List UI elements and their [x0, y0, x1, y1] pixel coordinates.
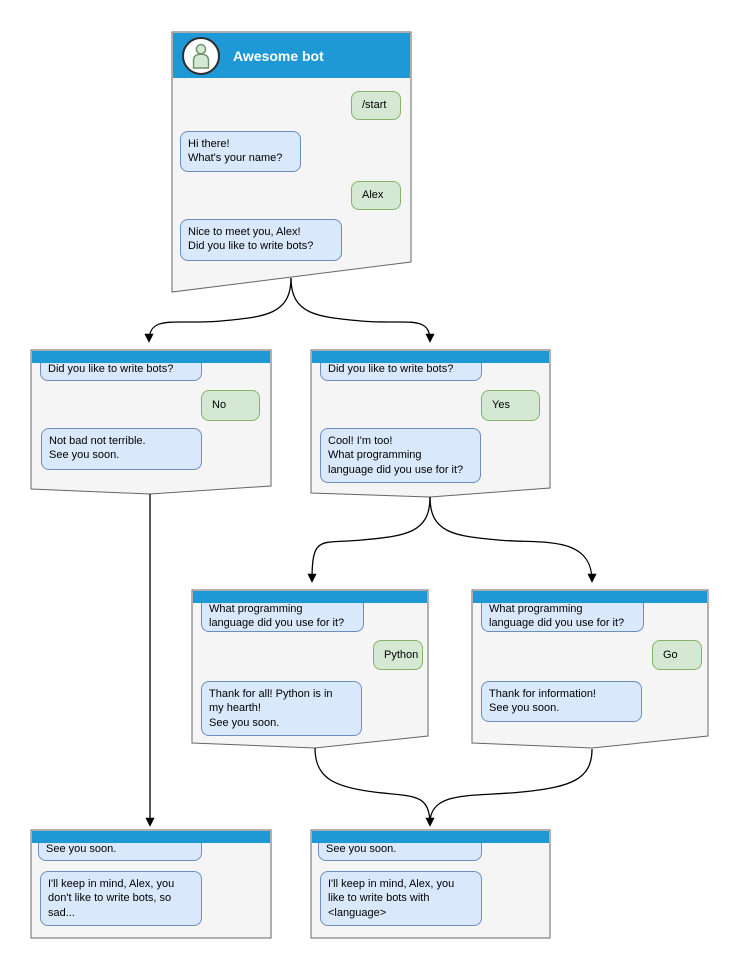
chat-header-branch-go: [473, 591, 707, 603]
chat-header-end-yes: [312, 831, 549, 843]
user-message-bubble: /start: [351, 91, 401, 120]
bot-message-bubble: I'll keep in mind, Alex, you like to wri…: [320, 871, 482, 926]
user-message-bubble: No: [201, 390, 260, 421]
edge-root-to-branch-no: [144, 277, 292, 343]
chat-header-end-no: [32, 831, 270, 843]
edge-branch-yes-to-branch-python: [307, 496, 431, 583]
bot-message-bubble: Thank for all! Python is in my hearth! S…: [201, 681, 362, 736]
chat-header-branch-yes: [312, 351, 549, 363]
person-icon: [192, 43, 210, 69]
bot-message-bubble: Not bad not terrible. See you soon.: [41, 428, 202, 470]
edge-branch-python-to-end-yes: [314, 747, 435, 827]
chat-title: Awesome bot: [233, 47, 324, 64]
chat-header-branch-no: [32, 351, 270, 363]
bot-message-bubble: Nice to meet you, Alex! Did you like to …: [180, 219, 342, 261]
user-message-bubble: Yes: [481, 390, 540, 421]
edge-branch-yes-to-branch-go: [429, 496, 597, 583]
bot-message-bubble: I'll keep in mind, Alex, you don't like …: [40, 871, 202, 926]
bot-avatar: [182, 36, 220, 75]
bot-message-bubble: Hi there! What's your name?: [180, 131, 301, 172]
bot-message-bubble: Thank for information! See you soon.: [481, 681, 642, 722]
bot-message-bubble: Cool! I'm too! What programming language…: [320, 428, 481, 483]
edge-branch-go-to-end-yes: [429, 748, 593, 824]
chat-header-branch-python: [193, 591, 427, 603]
user-message-bubble: Go: [652, 640, 702, 670]
edge-root-to-branch-yes: [290, 277, 435, 343]
user-message-bubble: Python: [373, 640, 423, 670]
user-message-bubble: Alex: [351, 181, 401, 210]
chat-header-root: Awesome bot: [173, 33, 410, 78]
